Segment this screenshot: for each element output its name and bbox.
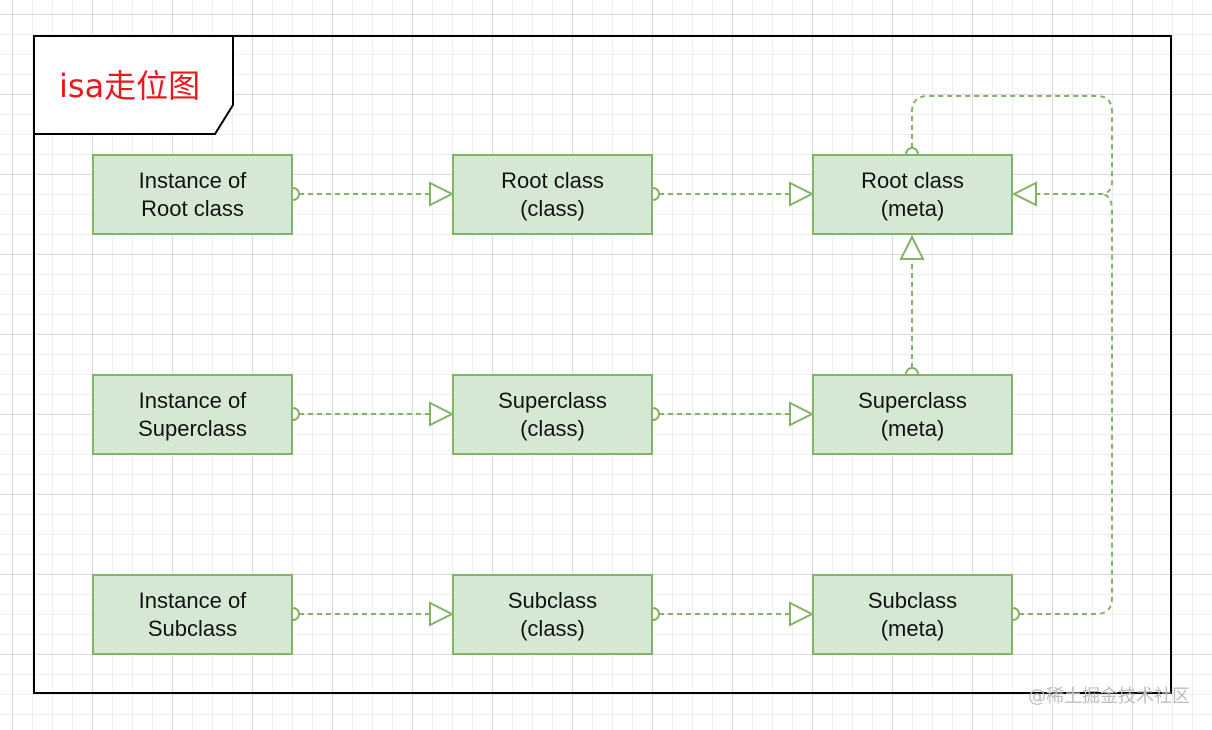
node-label-line2: (class) (520, 415, 585, 441)
node-label-line1: Instance of (138, 387, 247, 413)
diagram-frame (33, 35, 1172, 694)
edge-arrowhead (789, 601, 815, 627)
diagram-title: isa走位图 (59, 67, 201, 105)
node-label-line1: Instance of (138, 167, 247, 193)
node-label-line2: (meta) (880, 615, 945, 641)
edge-arrowhead (1011, 181, 1037, 207)
edge-line (1019, 193, 1113, 615)
node-superclass-meta[interactable]: Superclass (meta) (812, 374, 1013, 455)
node-label-line2: (meta) (880, 415, 945, 441)
node-root-class-meta[interactable]: Root class (meta) (812, 154, 1013, 235)
node-superclass-class[interactable]: Superclass (class) (452, 374, 653, 455)
node-label-line2: (class) (520, 615, 585, 641)
edge-arrowhead (429, 401, 455, 427)
node-label-line2: (class) (520, 195, 585, 221)
node-root-class-class[interactable]: Root class (class) (452, 154, 653, 235)
edge-line (911, 95, 1113, 195)
node-label-line1: Instance of (138, 587, 247, 613)
node-label-line1: Subclass (867, 587, 958, 613)
node-label-line2: (meta) (880, 195, 945, 221)
edge-arrowhead (899, 234, 925, 260)
node-label-line2: Superclass (138, 415, 247, 441)
node-instance-of-root-class[interactable]: Instance of Root class (92, 154, 293, 235)
edge-arrowhead (429, 181, 455, 207)
node-label-line1: Subclass (507, 587, 598, 613)
node-subclass-meta[interactable]: Subclass (meta) (812, 574, 1013, 655)
title-tab: isa走位图 (33, 35, 234, 136)
node-instance-of-superclass[interactable]: Instance of Superclass (92, 374, 293, 455)
node-label-line2: Root class (141, 195, 244, 221)
edge-arrowhead (789, 181, 815, 207)
edge-arrowhead (429, 601, 455, 627)
watermark: @稀土掘金技术社区 (1028, 686, 1190, 707)
edge-arrowhead (789, 401, 815, 427)
node-label-line2: Subclass (147, 615, 238, 641)
node-instance-of-subclass[interactable]: Instance of Subclass (92, 574, 293, 655)
node-label-line1: Root class (501, 167, 604, 193)
title-tab-shape (33, 35, 234, 135)
node-label-line1: Superclass (858, 387, 967, 413)
node-label-line1: Root class (861, 167, 964, 193)
node-subclass-class[interactable]: Subclass (class) (452, 574, 653, 655)
node-label-line1: Superclass (498, 387, 607, 413)
